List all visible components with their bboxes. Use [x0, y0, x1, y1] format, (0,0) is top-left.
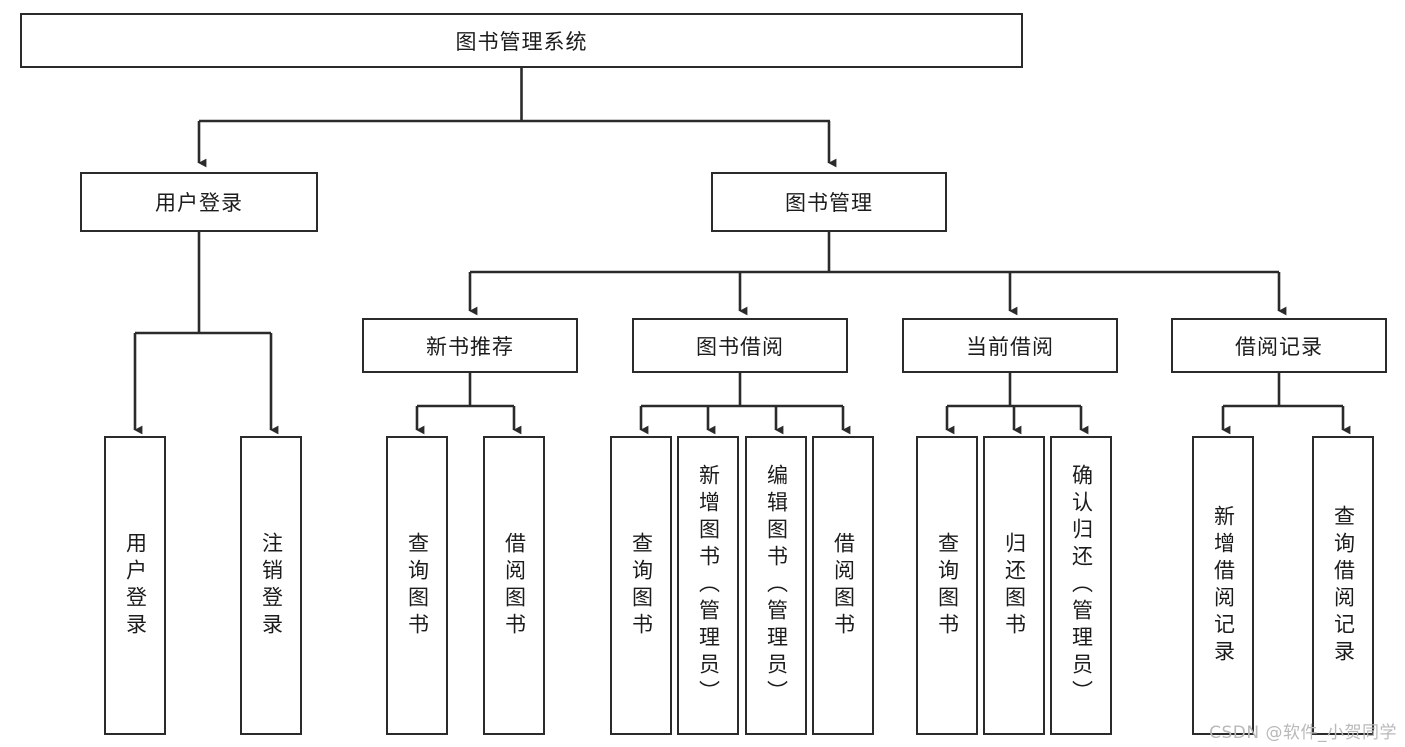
node-user-login[interactable]: 用户登录 [80, 172, 318, 232]
node-current-borrow[interactable]: 当前借阅 [902, 318, 1118, 373]
leaf-borrow-book-recommend[interactable]: 借阅图书 [483, 436, 545, 735]
node-label: 查询图书 [629, 531, 654, 640]
leaf-add-book-admin[interactable]: 新增图书（管理员） [677, 436, 739, 735]
leaf-user-login[interactable]: 用户登录 [104, 436, 166, 735]
leaf-edit-book-admin[interactable]: 编辑图书（管理员） [745, 436, 807, 735]
node-book-management[interactable]: 图书管理 [711, 172, 947, 232]
leaf-query-book-borrow[interactable]: 查询图书 [610, 436, 672, 735]
leaf-return-book[interactable]: 归还图书 [983, 436, 1045, 735]
node-label: 查询借阅记录 [1331, 504, 1356, 667]
node-label: 归还图书 [1002, 531, 1027, 640]
node-label: 图书管理 [785, 191, 873, 215]
leaf-confirm-return-admin[interactable]: 确认归还（管理员） [1050, 436, 1112, 735]
node-root-system[interactable]: 图书管理系统 [20, 13, 1023, 68]
leaf-borrow-book[interactable]: 借阅图书 [812, 436, 874, 735]
node-label: 图书管理系统 [455, 29, 588, 54]
leaf-logout[interactable]: 注销登录 [240, 436, 302, 735]
node-label: 编辑图书（管理员） [764, 464, 789, 707]
leaf-query-borrow-record[interactable]: 查询借阅记录 [1312, 436, 1374, 735]
node-label: 图书借阅 [696, 334, 784, 359]
node-label: 新增借阅记录 [1211, 504, 1236, 667]
node-label: 新书推荐 [426, 334, 514, 359]
node-label: 确认归还（管理员） [1069, 464, 1094, 707]
node-label: 查询图书 [405, 531, 430, 640]
node-borrow-record[interactable]: 借阅记录 [1171, 318, 1387, 373]
node-new-book-recommend[interactable]: 新书推荐 [362, 318, 578, 373]
leaf-query-book-recommend[interactable]: 查询图书 [386, 436, 448, 735]
node-label: 注销登录 [259, 531, 284, 640]
watermark-text: CSDN @软件_小贺同学 [1209, 723, 1397, 743]
node-label: 借阅记录 [1235, 334, 1323, 359]
node-book-borrow[interactable]: 图书借阅 [632, 318, 848, 373]
node-label: 用户登录 [123, 531, 148, 640]
leaf-add-borrow-record[interactable]: 新增借阅记录 [1192, 436, 1254, 735]
node-label: 借阅图书 [831, 531, 856, 640]
node-label: 查询图书 [935, 531, 960, 640]
node-label: 新增图书（管理员） [696, 464, 721, 707]
node-label: 当前借阅 [966, 334, 1054, 359]
node-label: 借阅图书 [502, 531, 527, 640]
node-label: 用户登录 [155, 191, 243, 215]
leaf-query-book-current[interactable]: 查询图书 [916, 436, 978, 735]
